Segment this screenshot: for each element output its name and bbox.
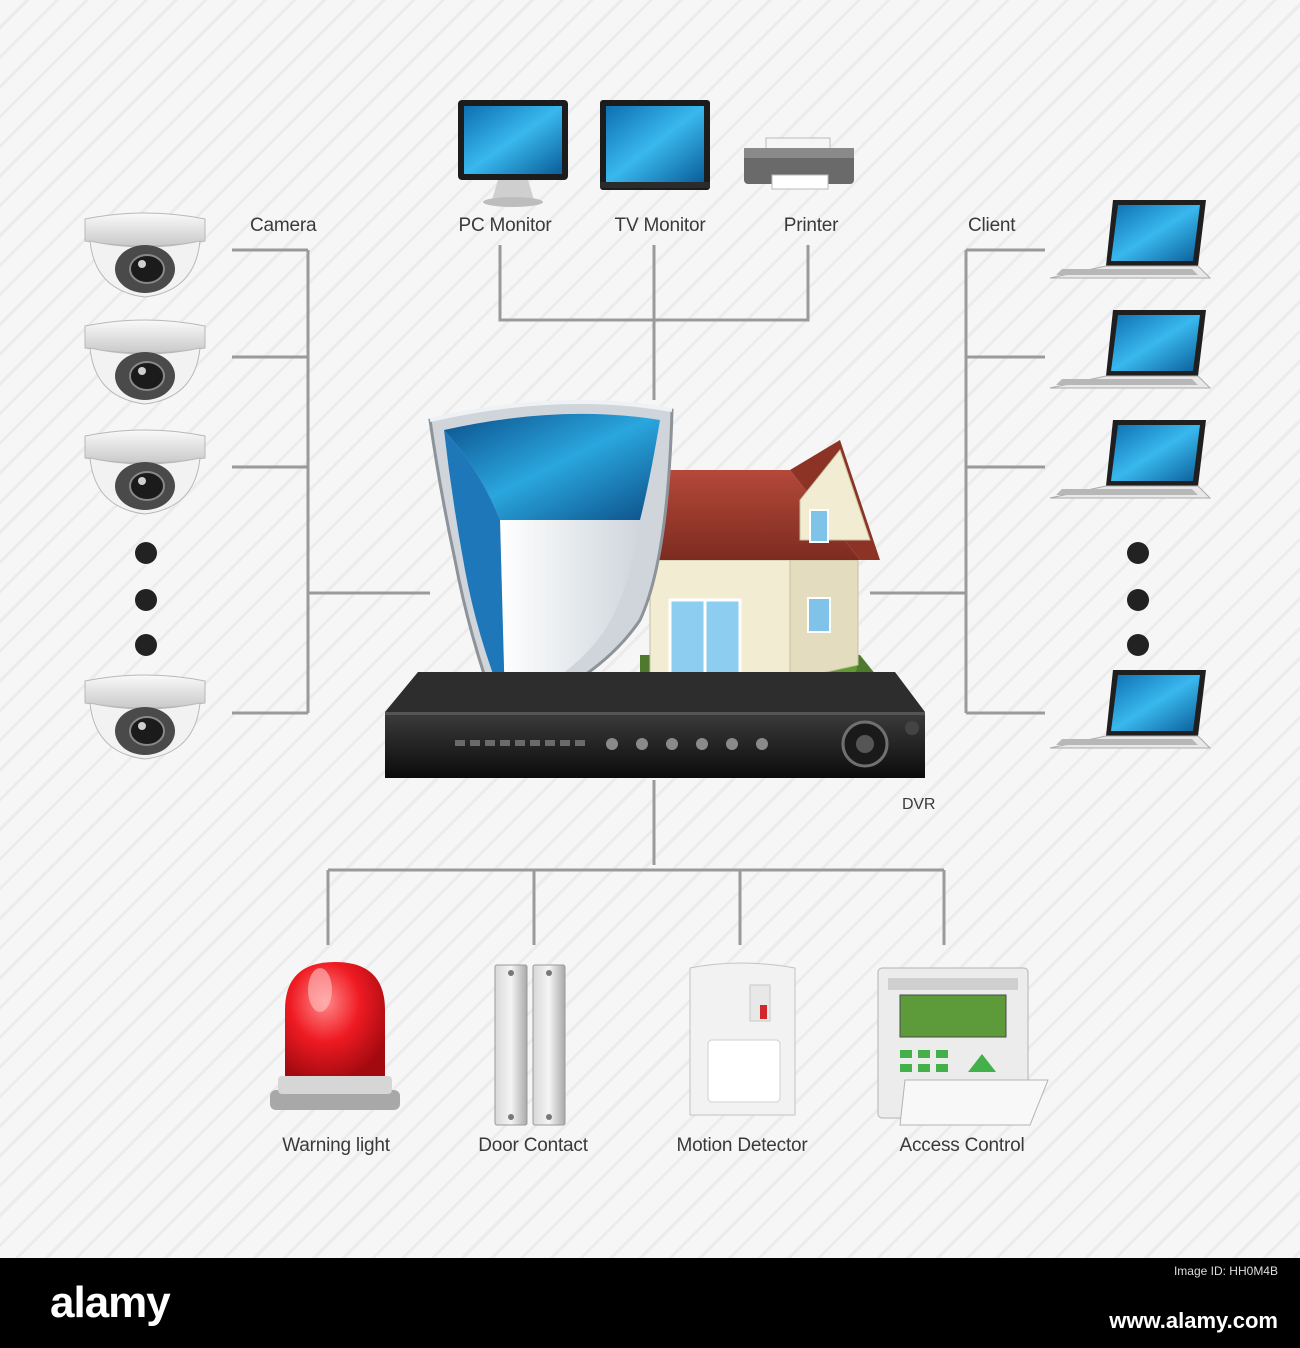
client-label: Client: [968, 215, 1016, 236]
site-url-text: www.alamy.com: [1109, 1308, 1278, 1333]
house-icon: [640, 440, 880, 682]
shield-icon: [428, 400, 674, 722]
tv-monitor-icon: [600, 100, 710, 190]
motion-detector-label: Motion Detector: [676, 1135, 808, 1156]
laptop-icon: [1049, 420, 1212, 499]
diagram-drawing: [84, 100, 1212, 1126]
camera-icon: [84, 212, 206, 298]
watermark-footer: alamy Image ID: HH0M4B www.alamy.com: [0, 1258, 1300, 1348]
motion-detector-icon: [689, 962, 796, 1116]
dvr-label: DVR: [902, 796, 936, 813]
printer-icon: [744, 137, 854, 190]
laptop-icon: [1049, 310, 1212, 389]
pc-monitor-icon: [458, 100, 568, 207]
diagram-canvas: Camera PC Monitor TV Monitor Printer Cli…: [0, 0, 1300, 1258]
warning-light-icon: [270, 962, 400, 1110]
printer-label: Printer: [783, 215, 839, 236]
ellipsis-dots-icon: [135, 542, 157, 656]
laptop-icon: [1049, 670, 1212, 749]
camera-icon: [84, 429, 206, 515]
camera-icon: [84, 674, 206, 760]
camera-label: Camera: [250, 215, 317, 236]
door-contact-icon: [494, 964, 566, 1126]
pc-monitor-label: PC Monitor: [458, 215, 552, 236]
door-contact-label: Door Contact: [478, 1135, 588, 1156]
laptop-icon: [1049, 200, 1212, 279]
camera-icon: [84, 319, 206, 405]
connector-lines: [232, 245, 1045, 945]
ellipsis-dots-icon: [1127, 542, 1149, 656]
brand-logo: alamy: [50, 1278, 171, 1327]
warning-light-label: Warning light: [282, 1135, 390, 1156]
access-control-label: Access Control: [899, 1135, 1025, 1156]
dvr-icon: [385, 672, 925, 778]
image-id-text: Image ID: HH0M4B: [1173, 1264, 1278, 1278]
tv-monitor-label: TV Monitor: [614, 215, 706, 236]
access-control-panel-icon: [877, 967, 1049, 1126]
